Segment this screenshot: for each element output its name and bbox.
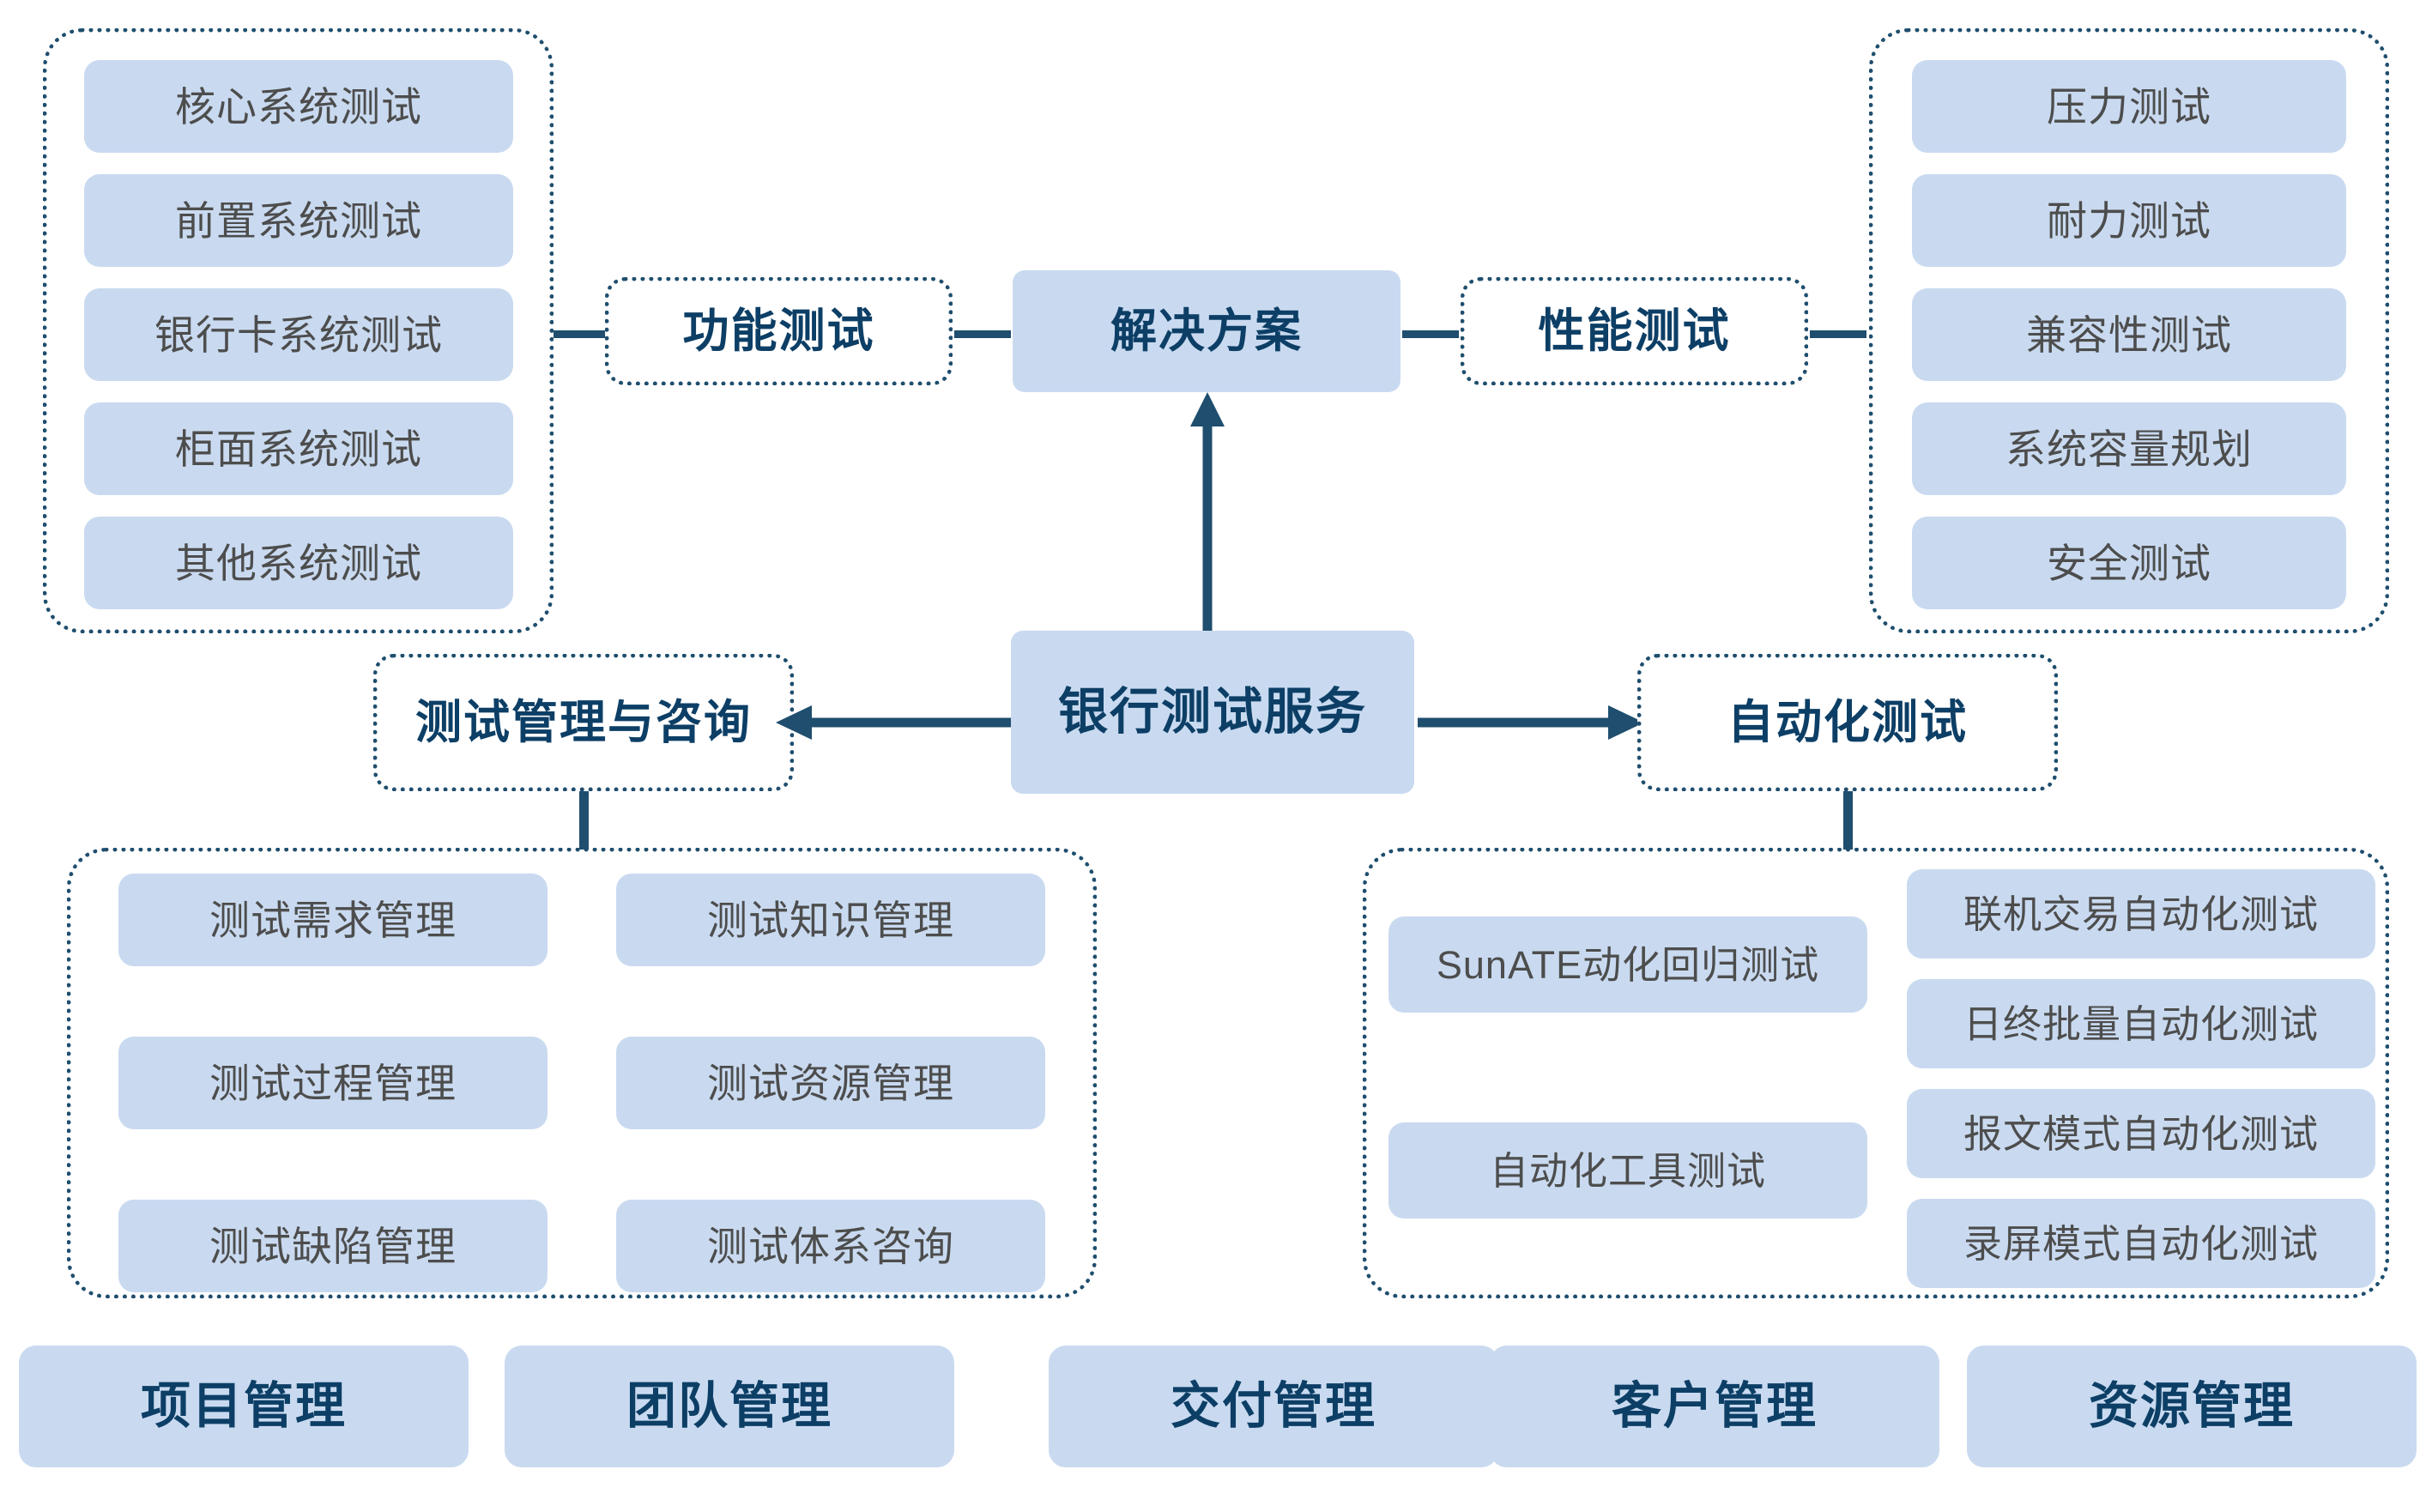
chip-functional-3[interactable]: 柜面系统测试 xyxy=(84,402,513,495)
footer-chip-3[interactable]: 客户管理 xyxy=(1490,1346,1939,1467)
connector-solution-to-performance xyxy=(1402,330,1459,338)
connector-performance-branch-to-group xyxy=(1810,330,1866,338)
chip-management-right-2[interactable]: 测试体系咨询 xyxy=(616,1200,1045,1292)
chip-performance-0[interactable]: 压力测试 xyxy=(1912,60,2346,153)
chip-performance-2[interactable]: 兼容性测试 xyxy=(1912,288,2346,381)
chip-management-left-0[interactable]: 测试需求管理 xyxy=(118,874,548,966)
connector-automation-branch-to-group xyxy=(1843,791,1853,850)
chip-automation-right-0[interactable]: 联机交易自动化测试 xyxy=(1907,869,2375,959)
branch-test-management[interactable]: 测试管理与咨询 xyxy=(373,654,794,791)
chip-automation-left-1[interactable]: 自动化工具测试 xyxy=(1388,1122,1867,1219)
functional-testing-group xyxy=(43,28,554,633)
arrow-root-to-automation xyxy=(1418,705,1644,740)
footer-chip-4[interactable]: 资源管理 xyxy=(1967,1346,2417,1467)
chip-functional-2[interactable]: 银行卡系统测试 xyxy=(84,288,513,381)
chip-management-right-1[interactable]: 测试资源管理 xyxy=(616,1037,1045,1129)
chip-performance-4[interactable]: 安全测试 xyxy=(1912,517,2346,609)
arrow-root-to-solution xyxy=(1190,392,1225,639)
automation-testing-group xyxy=(1363,848,2389,1298)
chip-management-right-0[interactable]: 测试知识管理 xyxy=(616,874,1045,966)
chip-automation-right-1[interactable]: 日终批量自动化测试 xyxy=(1907,979,2375,1068)
branch-functional-testing[interactable]: 功能测试 xyxy=(605,277,953,385)
chip-management-left-2[interactable]: 测试缺陷管理 xyxy=(118,1200,548,1292)
branch-automation-testing[interactable]: 自动化测试 xyxy=(1637,654,2058,791)
chip-automation-right-3[interactable]: 录屏模式自动化测试 xyxy=(1907,1199,2375,1288)
connector-management-branch-to-group xyxy=(579,791,589,850)
footer-chip-1[interactable]: 团队管理 xyxy=(505,1346,954,1467)
performance-testing-group xyxy=(1869,28,2389,633)
arrow-root-to-management xyxy=(776,705,1011,740)
hub-bank-testing-service[interactable]: 银行测试服务 xyxy=(1011,631,1414,794)
footer-chip-0[interactable]: 项目管理 xyxy=(19,1346,469,1467)
connector-functional-group-to-branch xyxy=(554,330,610,338)
chip-automation-left-0[interactable]: SunATE动化回归测试 xyxy=(1388,916,1867,1013)
connector-functional-to-solution xyxy=(954,330,1011,338)
chip-functional-1[interactable]: 前置系统测试 xyxy=(84,174,513,267)
chip-functional-0[interactable]: 核心系统测试 xyxy=(84,60,513,153)
chip-management-left-1[interactable]: 测试过程管理 xyxy=(118,1037,548,1129)
chip-automation-right-2[interactable]: 报文模式自动化测试 xyxy=(1907,1089,2375,1178)
footer-chip-2[interactable]: 交付管理 xyxy=(1049,1346,1498,1467)
branch-performance-testing[interactable]: 性能测试 xyxy=(1461,277,1808,385)
chip-performance-3[interactable]: 系统容量规划 xyxy=(1912,402,2346,495)
chip-functional-4[interactable]: 其他系统测试 xyxy=(84,517,513,609)
hub-solution[interactable]: 解决方案 xyxy=(1013,270,1401,392)
chip-performance-1[interactable]: 耐力测试 xyxy=(1912,174,2346,267)
test-management-group xyxy=(67,848,1097,1298)
